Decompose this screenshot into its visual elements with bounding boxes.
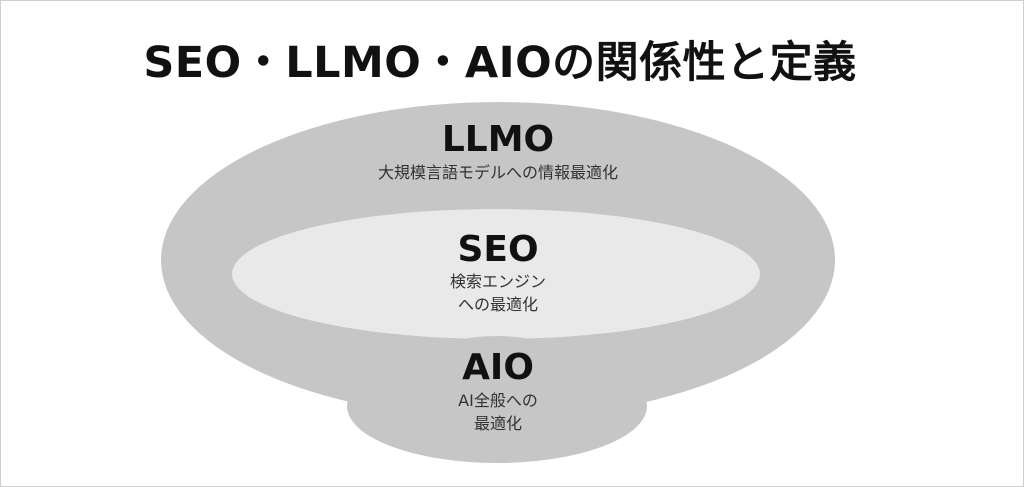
- page-title: SEO・LLMO・AIOの関係性と定義: [143, 38, 857, 88]
- aio-label: AIO: [462, 347, 534, 388]
- seo-label: SEO: [457, 229, 539, 270]
- seo-ellipse: [232, 209, 760, 339]
- aio-description-line1: AI全般への: [458, 391, 538, 410]
- aio-ellipse-cap: [409, 336, 585, 420]
- llmo-description: 大規模言語モデルへの情報最適化: [377, 163, 618, 182]
- llmo-label: LLMO: [441, 119, 555, 160]
- aio-description-line2: 最適化: [473, 414, 522, 433]
- seo-description-line2: への最適化: [457, 295, 538, 314]
- seo-description-line1: 検索エンジン: [449, 272, 546, 291]
